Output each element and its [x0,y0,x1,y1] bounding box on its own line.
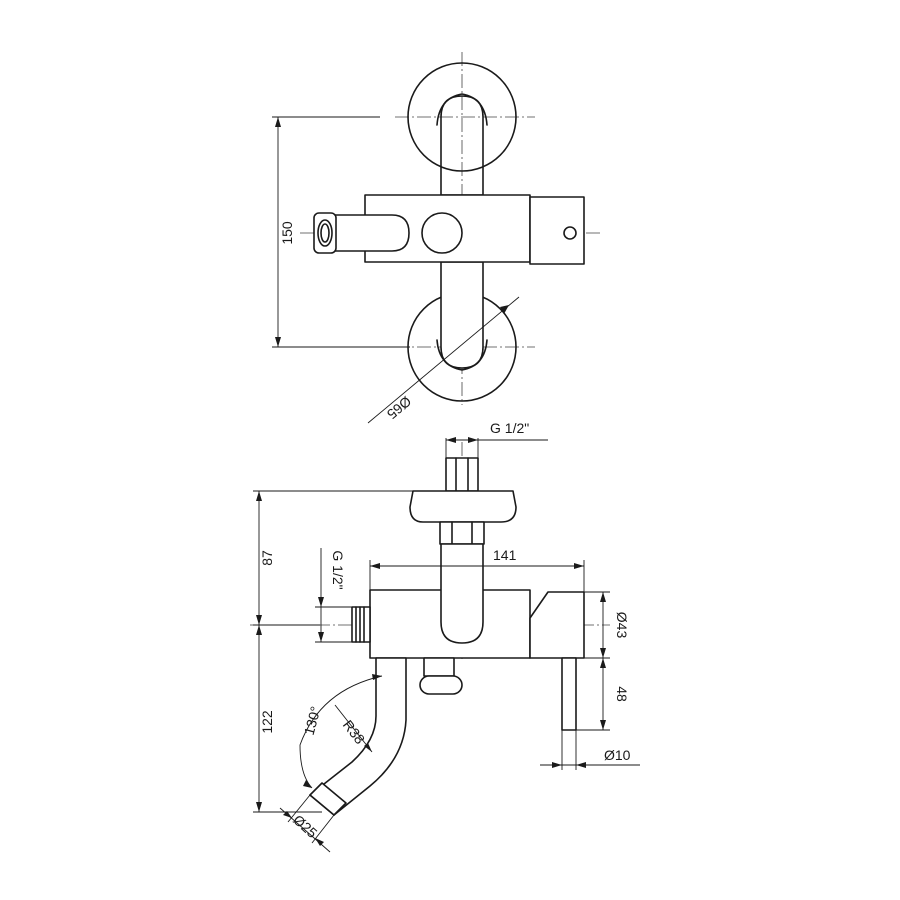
dim-angle-arc [299,675,383,789]
dim-87-label: 87 [259,550,275,566]
dim-g-top-arrow-left [446,437,456,443]
spout-outlet-ring [309,782,347,816]
dim-122-arrow-top [256,625,262,635]
dim-25-ext-a [287,794,311,823]
top-view: 150 Ø65 [272,52,600,424]
dim-25-label: Ø25 [290,811,321,841]
dim-141-arrow-left [370,563,380,569]
wall-flange-side [409,490,517,523]
dim-angle-arrow-top [372,674,382,680]
dim-flange-dia-arrow [500,305,509,314]
dim-48-arrow-top [600,658,606,668]
lever [561,657,577,731]
dim-flange-dia-leader [367,296,520,424]
top-inlet-nut [445,457,479,492]
dim-angle-label: 130° [301,705,324,737]
dim-150-arrow-bottom [275,337,281,347]
dim-10-arrow-left [552,762,562,768]
dim-122-label: 122 [259,710,275,734]
dim-141-label: 141 [493,547,517,563]
vertical-connector-pipe [440,543,484,644]
dim-g-top-label: G 1/2" [490,420,529,436]
left-inlet-thread [351,606,371,643]
dim-150-arrow-top [275,117,281,127]
upper-pipe-shadow [436,93,488,126]
lever-pin [563,226,577,240]
side-view: 87 122 G 1/2" G 1/2" 141 Ø43 [250,420,640,853]
dim-150-label: 150 [279,221,295,245]
dim-87-arrow-bottom [256,615,262,625]
dim-43-arrow-bottom [600,648,606,658]
dim-angle-arrow-bottom [303,780,312,788]
hex-fitting [439,521,485,545]
dim-48-label: 48 [614,686,630,702]
dim-g-left-label: G 1/2" [330,550,346,589]
spout-top-view [329,214,410,252]
aerator-inner [320,223,330,243]
lower-pipe-shadow [436,339,488,371]
diverter-button [419,675,463,695]
lower-inlet-pipe [440,261,484,369]
dim-g-left-arrow-bottom [318,632,324,642]
dim-48-arrow-bottom [600,720,606,730]
dim-25-arrow-b [315,838,324,846]
dim-radius-leader [334,704,373,753]
dim-122-arrow-bottom [256,802,262,812]
dim-25-arrow-a [283,811,292,818]
dim-radius-arrow [364,743,372,752]
dim-radius-label: R38 [340,717,369,747]
dim-g-left-arrow-top [318,597,324,607]
dim-87-arrow-top [256,491,262,501]
handle-cylinder [529,591,585,659]
dim-43-label: Ø43 [614,612,630,639]
diverter-knob [421,212,463,254]
dim-g-top-arrow-right [468,437,478,443]
dim-43-arrow-top [600,592,606,602]
dim-141-arrow-right [574,563,584,569]
dim-10-arrow-right [576,762,586,768]
spout-outlet [313,212,337,254]
dim-10-label: Ø10 [604,747,631,763]
aerator-outer [317,219,333,247]
spout-side [309,657,407,816]
upper-flange [407,62,517,172]
dim-flange-dia-label: Ø65 [384,393,415,422]
diverter-stem [423,657,455,677]
